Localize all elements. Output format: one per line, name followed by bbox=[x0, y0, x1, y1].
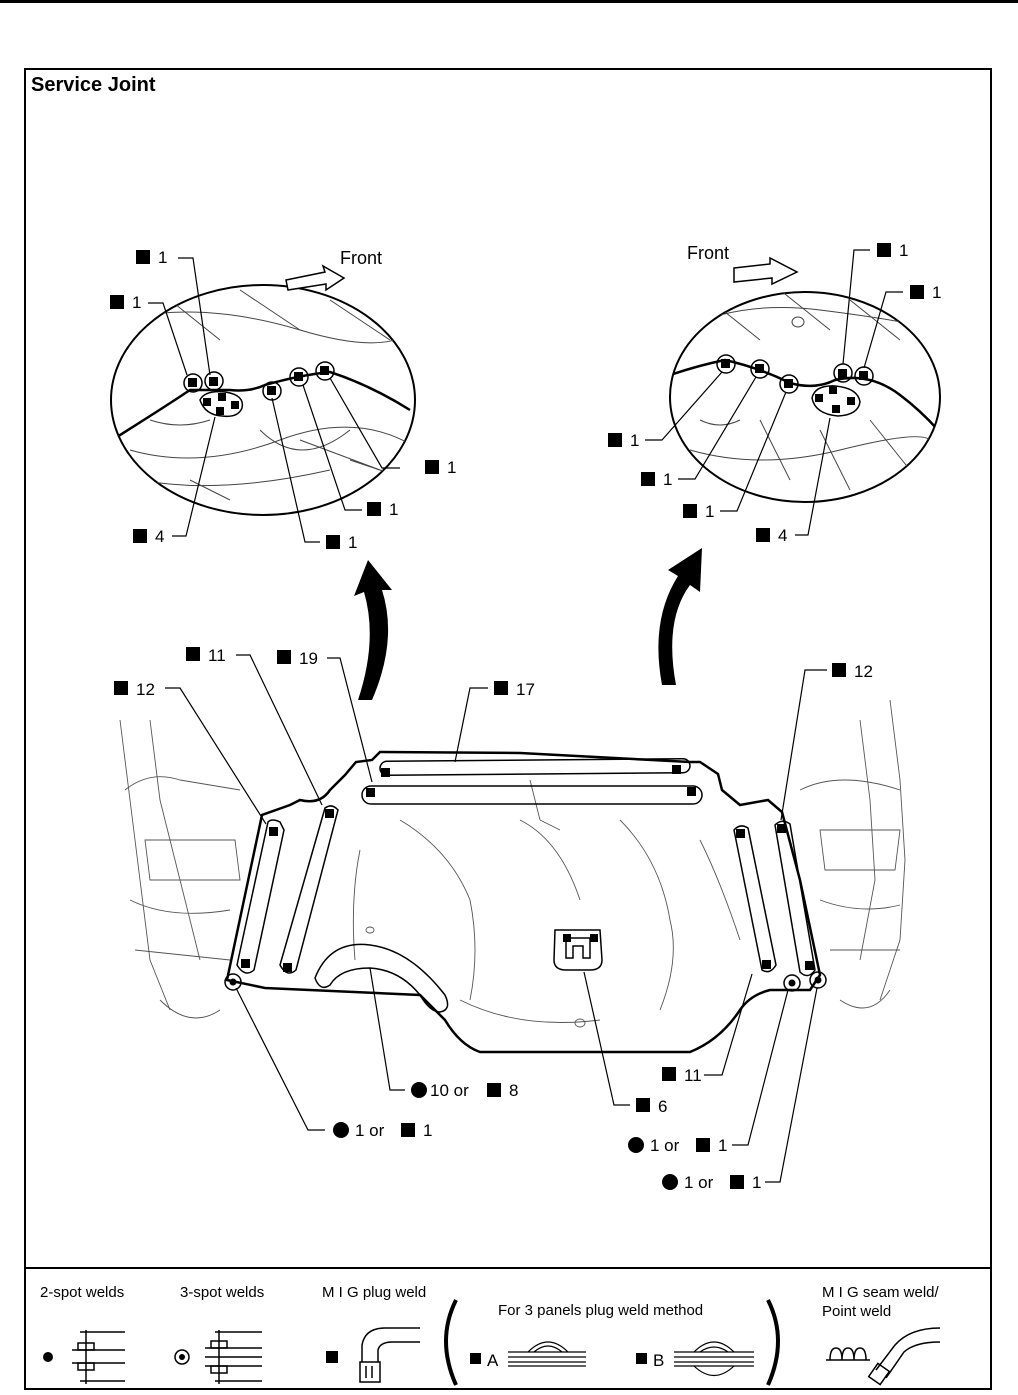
two-spot-weld-icon bbox=[72, 1330, 125, 1384]
underbody-weld-groups bbox=[224, 757, 827, 1013]
filled-square-icon bbox=[326, 535, 340, 549]
method-a-label: A bbox=[487, 1351, 499, 1370]
callout-label: 1 or bbox=[650, 1136, 680, 1155]
callout-label: 1 bbox=[630, 431, 639, 450]
top-rule bbox=[0, 0, 1018, 3]
filled-square-icon bbox=[326, 1351, 338, 1363]
callout-label: 1 bbox=[718, 1136, 727, 1155]
circle-dot-icon bbox=[174, 1349, 190, 1365]
callout-label: 4 bbox=[778, 526, 787, 545]
callout-label: 1 bbox=[705, 502, 714, 521]
left-callouts: 1 1 Front 1 1 1 4 bbox=[110, 248, 456, 552]
method-b-label: B bbox=[653, 1351, 664, 1370]
callout-label: 1 bbox=[752, 1173, 761, 1192]
callout-label: 12 bbox=[854, 662, 873, 681]
three-spot-weld-icon bbox=[205, 1330, 262, 1384]
callout-label: 1 bbox=[932, 283, 941, 302]
open-paren-icon bbox=[444, 1299, 458, 1386]
method-a-panels-icon bbox=[508, 1341, 586, 1367]
left-detail-view bbox=[110, 264, 416, 516]
front-label-right: Front bbox=[687, 243, 729, 263]
right-leader-lines bbox=[645, 249, 903, 536]
callout-label: 1 bbox=[389, 500, 398, 519]
filled-square-icon bbox=[487, 1083, 501, 1097]
mig-seam-weld-icon bbox=[826, 1327, 941, 1386]
filled-square-icon bbox=[636, 1098, 650, 1112]
filled-circle-icon bbox=[628, 1137, 644, 1153]
filled-circle-icon bbox=[662, 1174, 678, 1190]
front-arrow-icon-right bbox=[733, 256, 799, 286]
legend-mig-plug-label: M I G plug weld bbox=[322, 1284, 426, 1301]
filled-square-icon bbox=[186, 647, 200, 661]
filled-square-icon bbox=[133, 529, 147, 543]
front-arrow-icon-left bbox=[285, 264, 346, 292]
filled-square-icon bbox=[756, 528, 770, 542]
callout-label: 6 bbox=[658, 1097, 667, 1116]
callout-label: 12 bbox=[136, 680, 155, 699]
curved-arrow-icon-right bbox=[658, 548, 702, 685]
callout-label: 8 bbox=[509, 1081, 518, 1100]
legend-two-spot-label: 2-spot welds bbox=[40, 1284, 124, 1301]
callout-label: 1 bbox=[348, 533, 357, 552]
filled-square-icon bbox=[696, 1138, 710, 1152]
callout-label: 1 bbox=[447, 458, 456, 477]
filled-square-icon bbox=[277, 650, 291, 664]
callout-label: 1 bbox=[663, 470, 672, 489]
callout-label: 11 bbox=[208, 646, 226, 665]
filled-square-icon bbox=[683, 504, 697, 518]
method-b-panels-icon bbox=[674, 1341, 754, 1377]
front-label-left: Front bbox=[340, 248, 382, 268]
right-weld-points bbox=[716, 354, 874, 417]
underbody-background bbox=[119, 699, 906, 1028]
filled-circle-icon bbox=[43, 1352, 53, 1362]
filled-circle-icon bbox=[333, 1122, 349, 1138]
filled-square-icon bbox=[401, 1123, 415, 1137]
filled-square-icon bbox=[877, 243, 891, 257]
filled-square-icon bbox=[832, 663, 846, 677]
filled-square-icon bbox=[494, 681, 508, 695]
filled-square-icon bbox=[730, 1175, 744, 1189]
callout-label: 4 bbox=[155, 527, 164, 546]
legend-three-panels-label: For 3 panels plug weld method bbox=[498, 1302, 703, 1319]
filled-square-icon bbox=[110, 295, 124, 309]
filled-square-icon bbox=[367, 502, 381, 516]
callout-label: 1 or bbox=[355, 1121, 385, 1140]
filled-square-icon bbox=[608, 433, 622, 447]
underbody-callouts: 11 19 12 17 12 11 6 10 or 8 1 or 1 1 or … bbox=[114, 646, 873, 1192]
filled-square-icon bbox=[136, 250, 150, 264]
callout-label: 11 bbox=[684, 1066, 702, 1085]
callout-label: 19 bbox=[299, 649, 318, 668]
mig-plug-torch-icon bbox=[359, 1327, 420, 1383]
filled-square-icon bbox=[910, 285, 924, 299]
close-paren-icon bbox=[766, 1299, 780, 1386]
legend-three-spot-label: 3-spot welds bbox=[180, 1284, 264, 1301]
right-callouts: Front 1 1 1 1 1 4 bbox=[608, 241, 941, 545]
callout-label: 1 bbox=[158, 248, 167, 267]
legend: 2-spot welds 3-spot welds M I G plug wel… bbox=[40, 1284, 941, 1386]
callout-label: 1 bbox=[132, 293, 141, 312]
callout-label: 1 or bbox=[684, 1173, 714, 1192]
filled-square-icon bbox=[114, 681, 128, 695]
filled-square-icon bbox=[641, 472, 655, 486]
underbody-leader-lines bbox=[165, 654, 827, 1183]
legend-mig-seam-label-1: M I G seam weld/ bbox=[822, 1284, 940, 1301]
underbody-weld-points bbox=[229, 765, 822, 987]
legend-mig-seam-label-2: Point weld bbox=[822, 1303, 891, 1320]
filled-square-icon bbox=[662, 1067, 676, 1081]
filled-square-icon bbox=[425, 460, 439, 474]
page-title: Service Joint bbox=[31, 74, 156, 96]
diagram-frame bbox=[24, 68, 992, 1390]
underbody-outline bbox=[225, 750, 822, 1054]
filled-square-icon bbox=[636, 1353, 647, 1364]
callout-label: 10 or bbox=[430, 1081, 469, 1100]
right-detail-view bbox=[669, 256, 941, 503]
callout-label: 17 bbox=[516, 680, 535, 699]
callout-label: 1 bbox=[899, 241, 908, 260]
filled-square-icon bbox=[470, 1353, 481, 1364]
filled-circle-icon bbox=[411, 1082, 427, 1098]
left-leader-lines bbox=[148, 257, 400, 543]
curved-arrow-icon-left bbox=[354, 560, 392, 700]
callout-label: 1 bbox=[423, 1121, 432, 1140]
